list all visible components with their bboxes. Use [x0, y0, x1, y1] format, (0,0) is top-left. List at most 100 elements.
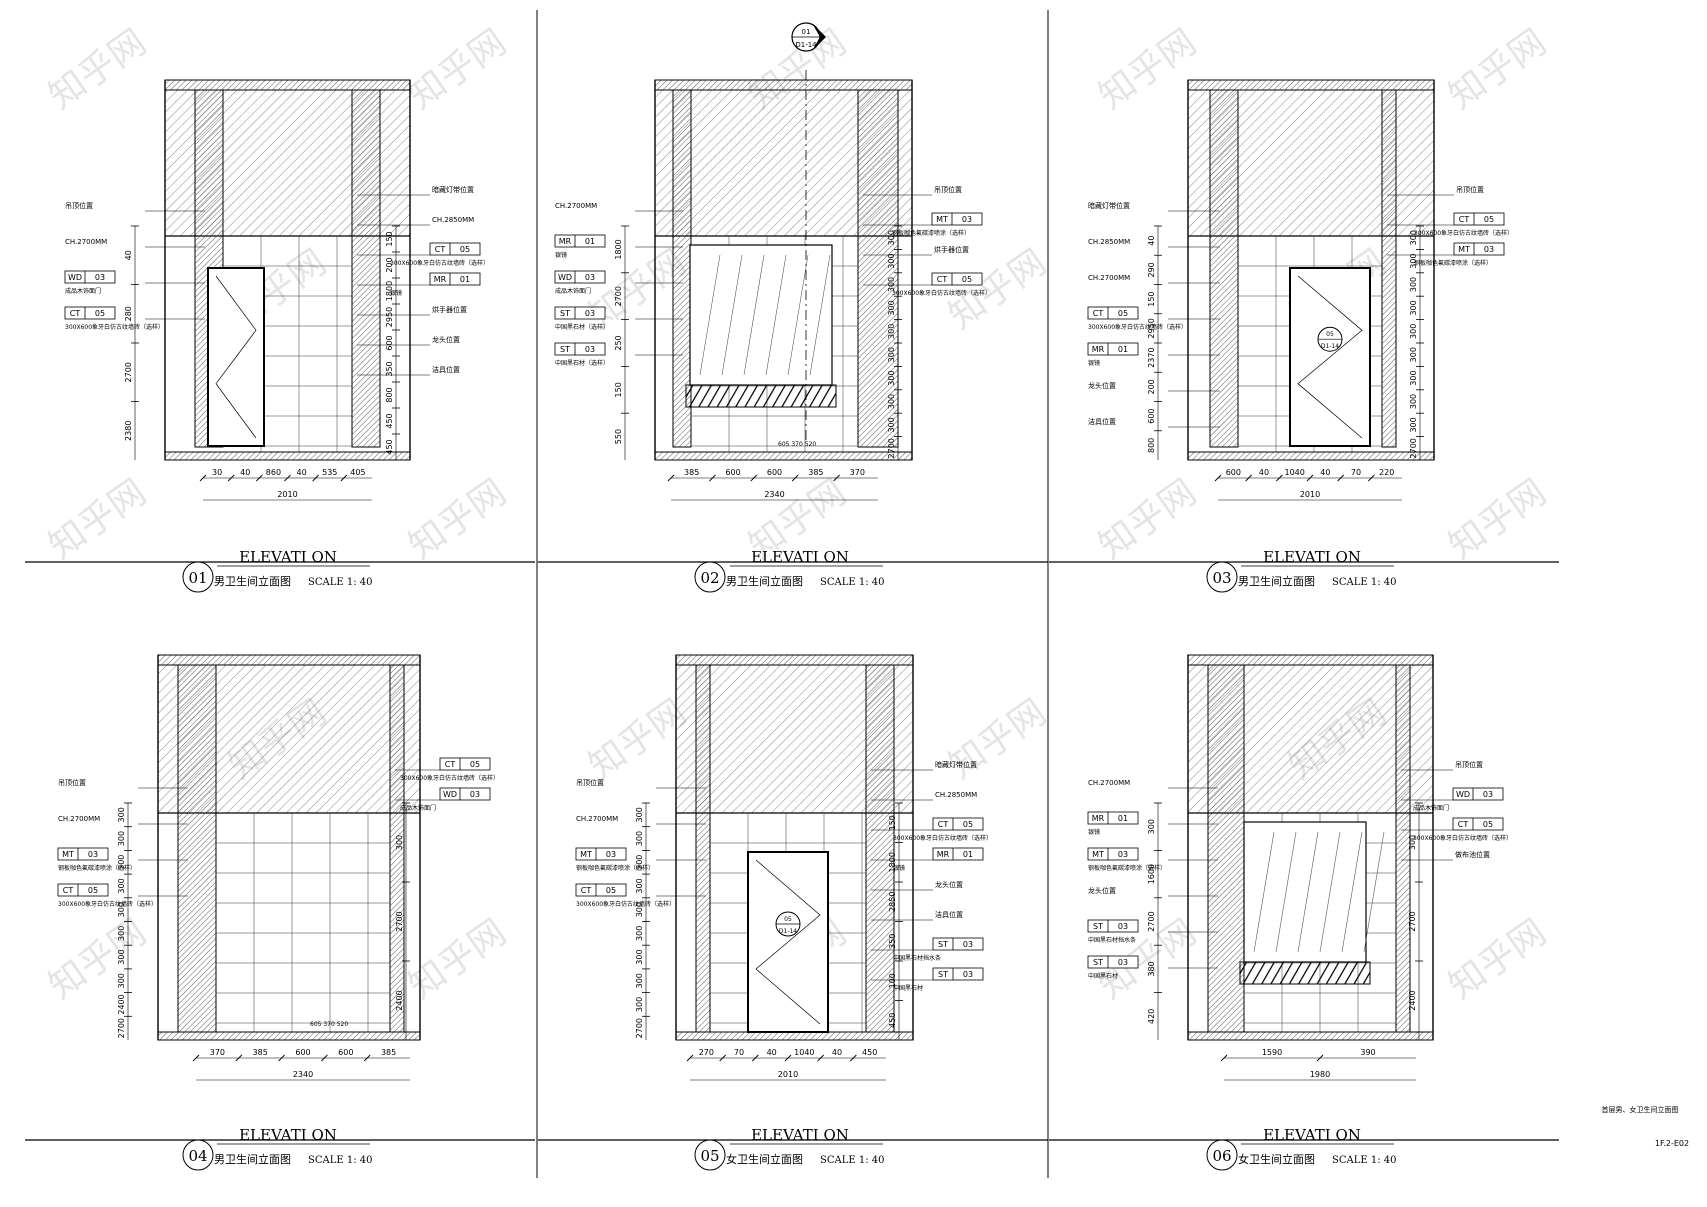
dim-tick: [199, 474, 207, 482]
material-number: 05: [606, 886, 616, 895]
watermark-text: 知乎网: [1092, 22, 1204, 118]
material-tag-box: [1087, 342, 1139, 356]
dim-value: 535: [322, 468, 337, 477]
dim-value: 2370: [1147, 347, 1156, 367]
material-code: CT: [445, 760, 456, 769]
mirror-reflection: [765, 254, 787, 376]
mirror-reflection: [1319, 831, 1341, 953]
dim-tick: [192, 1054, 200, 1062]
material-number: 05: [1483, 820, 1493, 829]
dim-value: 40: [296, 468, 306, 477]
dim-value: 300: [887, 253, 896, 268]
dim-value: 30: [212, 468, 222, 477]
stone-counter: [685, 384, 837, 408]
dim-value: 2700: [1408, 911, 1417, 931]
dim-tick: [791, 474, 799, 482]
material-code: ST: [938, 970, 948, 979]
dim-value: 300: [117, 949, 126, 964]
stone-counter: [1239, 961, 1371, 985]
dim-value: 600: [1147, 408, 1156, 423]
material-code: CT: [937, 275, 948, 284]
material-number: 05: [470, 760, 480, 769]
ceiling-slab: [164, 79, 411, 91]
dim-tick: [709, 474, 716, 482]
material-number: 05: [95, 309, 105, 318]
floor-slab: [164, 451, 411, 461]
dim-tick: [1337, 474, 1344, 482]
position-label: 洁具位置: [432, 365, 460, 374]
material-tag-box: [1087, 811, 1139, 825]
floor-slab: [675, 1031, 914, 1041]
material-desc: 中国黑石材挡水条: [1088, 936, 1136, 944]
dim-tick: [1245, 474, 1252, 482]
dim-value: 405: [350, 468, 365, 477]
material-tag-box: [64, 306, 116, 320]
dim-value: 2400: [395, 990, 404, 1010]
dim-tick: [235, 1054, 243, 1062]
material-tag-box: [932, 937, 984, 951]
dim-value: 1800: [614, 239, 623, 259]
material-desc: 中国黑石材挡水条: [893, 954, 941, 962]
material-tag-box: [429, 242, 481, 256]
dim-value: 2700: [124, 362, 133, 382]
material-tag-box: [1452, 787, 1504, 801]
material-code: ST: [1093, 922, 1103, 931]
material-code: MT: [1092, 850, 1104, 859]
material-desc: 银镜: [555, 251, 567, 259]
material-code: MR: [559, 237, 572, 246]
position-label: CH.2700MM: [65, 238, 107, 246]
watermark-text: 知乎网: [42, 472, 154, 568]
elevation-heading: ELEVATI ON: [239, 1126, 337, 1144]
dim-value: 300: [887, 417, 896, 432]
position-label: CH.2700MM: [576, 815, 618, 823]
door-callout-number: 05: [1326, 331, 1334, 338]
position-label: 暗藏灯带位置: [1088, 201, 1130, 210]
material-code: ST: [938, 940, 948, 949]
mirror-reflection: [787, 254, 809, 376]
dim-value: 2700: [635, 1018, 644, 1038]
elevation-heading: ELEVATI ON: [1263, 1126, 1361, 1144]
dim-tick: [750, 474, 758, 482]
wall-column-right: [389, 664, 405, 1033]
material-tag-box: [1452, 817, 1504, 831]
dim-total-value: 2340: [293, 1070, 313, 1079]
material-code: ST: [560, 345, 570, 354]
dim-value: 1040: [1284, 468, 1304, 477]
dim-value: 300: [635, 855, 644, 870]
elevation-subtitle: 女卫生间立面图: [1238, 1152, 1315, 1166]
elevation-scale: SCALE 1: 40: [820, 1155, 884, 1166]
dim-value: 300: [887, 324, 896, 339]
material-tag-box: [1087, 919, 1139, 933]
tile-grid: [216, 813, 390, 1032]
dim-tick: [278, 1054, 285, 1062]
position-label: CH.2700MM: [1088, 274, 1130, 282]
dim-value: 2700: [117, 1018, 126, 1038]
position-label: 烘手器位置: [934, 245, 969, 254]
dim-tick: [850, 1054, 857, 1062]
material-desc: 中国黑石材: [893, 984, 923, 992]
dim-tick: [312, 474, 319, 482]
dim-value: 550: [614, 429, 623, 444]
dim-value: 2700: [887, 438, 896, 458]
watermark-text: 知乎网: [942, 692, 1054, 788]
position-label: CH.2850MM: [1088, 238, 1130, 246]
material-tag-box: [1453, 212, 1505, 226]
elevation-scale: SCALE 1: 40: [308, 577, 372, 588]
dim-value: 300: [117, 973, 126, 988]
material-code: MT: [1458, 245, 1470, 254]
dim-value: 1800: [385, 281, 394, 301]
wall-column-right: [1395, 664, 1411, 1033]
